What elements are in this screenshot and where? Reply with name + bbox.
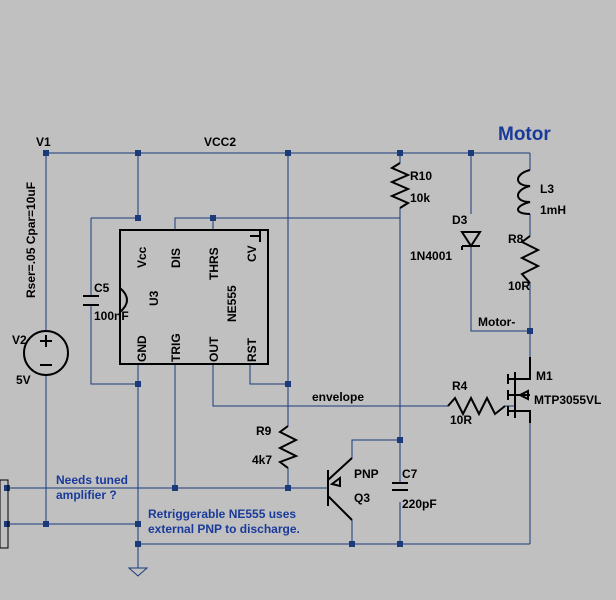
v2-params-label: Rser=.05 Cpar=10uF <box>24 182 38 298</box>
c5-capacitor[interactable] <box>83 287 128 313</box>
r8-value-label: 10R <box>508 279 530 293</box>
d3-value-label: 1N4001 <box>410 249 452 263</box>
c7-value-label: 220pF <box>402 497 437 511</box>
l3-value-label: 1mH <box>540 203 566 217</box>
net-label-vcc2: VCC2 <box>204 135 236 149</box>
junction-dot <box>43 150 49 156</box>
partial-component-left <box>0 479 9 549</box>
c7-capacitor[interactable] <box>392 482 408 491</box>
r9-value-label: 4k7 <box>252 453 272 467</box>
r10-resistor[interactable] <box>389 162 411 209</box>
junction-dot <box>4 521 10 527</box>
junctions <box>4 150 533 547</box>
junction-dot <box>210 215 216 221</box>
m1-value-label: MTP3055VL <box>534 393 601 407</box>
note-retrig-line2: external PNP to discharge. <box>148 522 300 536</box>
junction-dot <box>285 150 291 156</box>
note-tuned-line1: Needs tuned <box>56 473 128 487</box>
l3-inductor[interactable] <box>517 169 531 215</box>
u3-ne555-ic[interactable] <box>119 229 269 365</box>
junction-dot <box>135 541 141 547</box>
u3-pin-thrs: THRS <box>207 247 221 280</box>
q3-ref-label: Q3 <box>354 491 370 505</box>
r8-resistor[interactable] <box>519 235 541 284</box>
junction-dot <box>4 485 10 491</box>
r10-ref-label: R10 <box>410 169 432 183</box>
net-label-motor: Motor <box>498 124 551 145</box>
junction-dot <box>135 381 141 387</box>
v2-value-label: 5V <box>16 373 31 387</box>
m1-mosfet[interactable] <box>507 357 531 423</box>
v2-source[interactable] <box>23 330 69 376</box>
q3-type-label: PNP <box>354 467 379 481</box>
r9-resistor[interactable] <box>277 425 299 469</box>
u3-pin-dis: DIS <box>169 248 183 268</box>
u3-pin-out: OUT <box>207 336 221 362</box>
u3-pin-vcc: Vcc <box>135 246 149 268</box>
r4-value-label: 10R <box>450 413 472 427</box>
r9-ref-label: R9 <box>256 424 272 438</box>
junction-dot <box>43 521 49 527</box>
labels: V1 VCC2 Motor Motor- envelope V2 5V Rser… <box>12 124 601 536</box>
r4-ref-label: R4 <box>452 379 468 393</box>
u3-part-label: NE555 <box>225 285 239 322</box>
junction-dot <box>397 541 403 547</box>
note-retrig-line1: Retriggerable NE555 uses <box>148 507 296 521</box>
u3-pin-rst: RST <box>245 337 259 362</box>
junction-dot <box>285 485 291 491</box>
junction-dot <box>397 437 403 443</box>
net-label-motor-minus: Motor- <box>478 315 515 329</box>
net-label-v1: V1 <box>36 135 51 149</box>
c5-value-label: 100nF <box>94 309 129 323</box>
q3-pnp-transistor[interactable] <box>327 457 353 521</box>
junction-dot <box>349 541 355 547</box>
v2-ref-label: V2 <box>12 333 27 347</box>
note-tuned-line2: amplifier ? <box>56 488 117 502</box>
junction-dot <box>172 485 178 491</box>
c5-ref-label: C5 <box>94 281 110 295</box>
c7-ref-label: C7 <box>402 467 418 481</box>
r10-value-label: 10k <box>410 191 430 205</box>
junction-dot <box>285 381 291 387</box>
r4-resistor[interactable] <box>447 395 506 417</box>
junction-dot <box>527 328 533 334</box>
u3-ref-label: U3 <box>147 290 161 306</box>
junction-dot <box>397 150 403 156</box>
u3-pin-gnd: GND <box>135 335 149 362</box>
l3-ref-label: L3 <box>540 182 554 196</box>
junction-dot <box>468 150 474 156</box>
junction-dot <box>135 521 141 527</box>
r8-ref-label: R8 <box>508 232 524 246</box>
u3-pin-cv: CV <box>245 245 259 262</box>
net-label-envelope: envelope <box>312 390 364 404</box>
d3-diode[interactable] <box>460 231 482 250</box>
m1-ref-label: M1 <box>536 369 553 383</box>
u3-pin-trig: TRIG <box>169 333 183 362</box>
junction-dot <box>135 215 141 221</box>
junction-dot <box>135 150 141 156</box>
d3-ref-label: D3 <box>452 213 468 227</box>
